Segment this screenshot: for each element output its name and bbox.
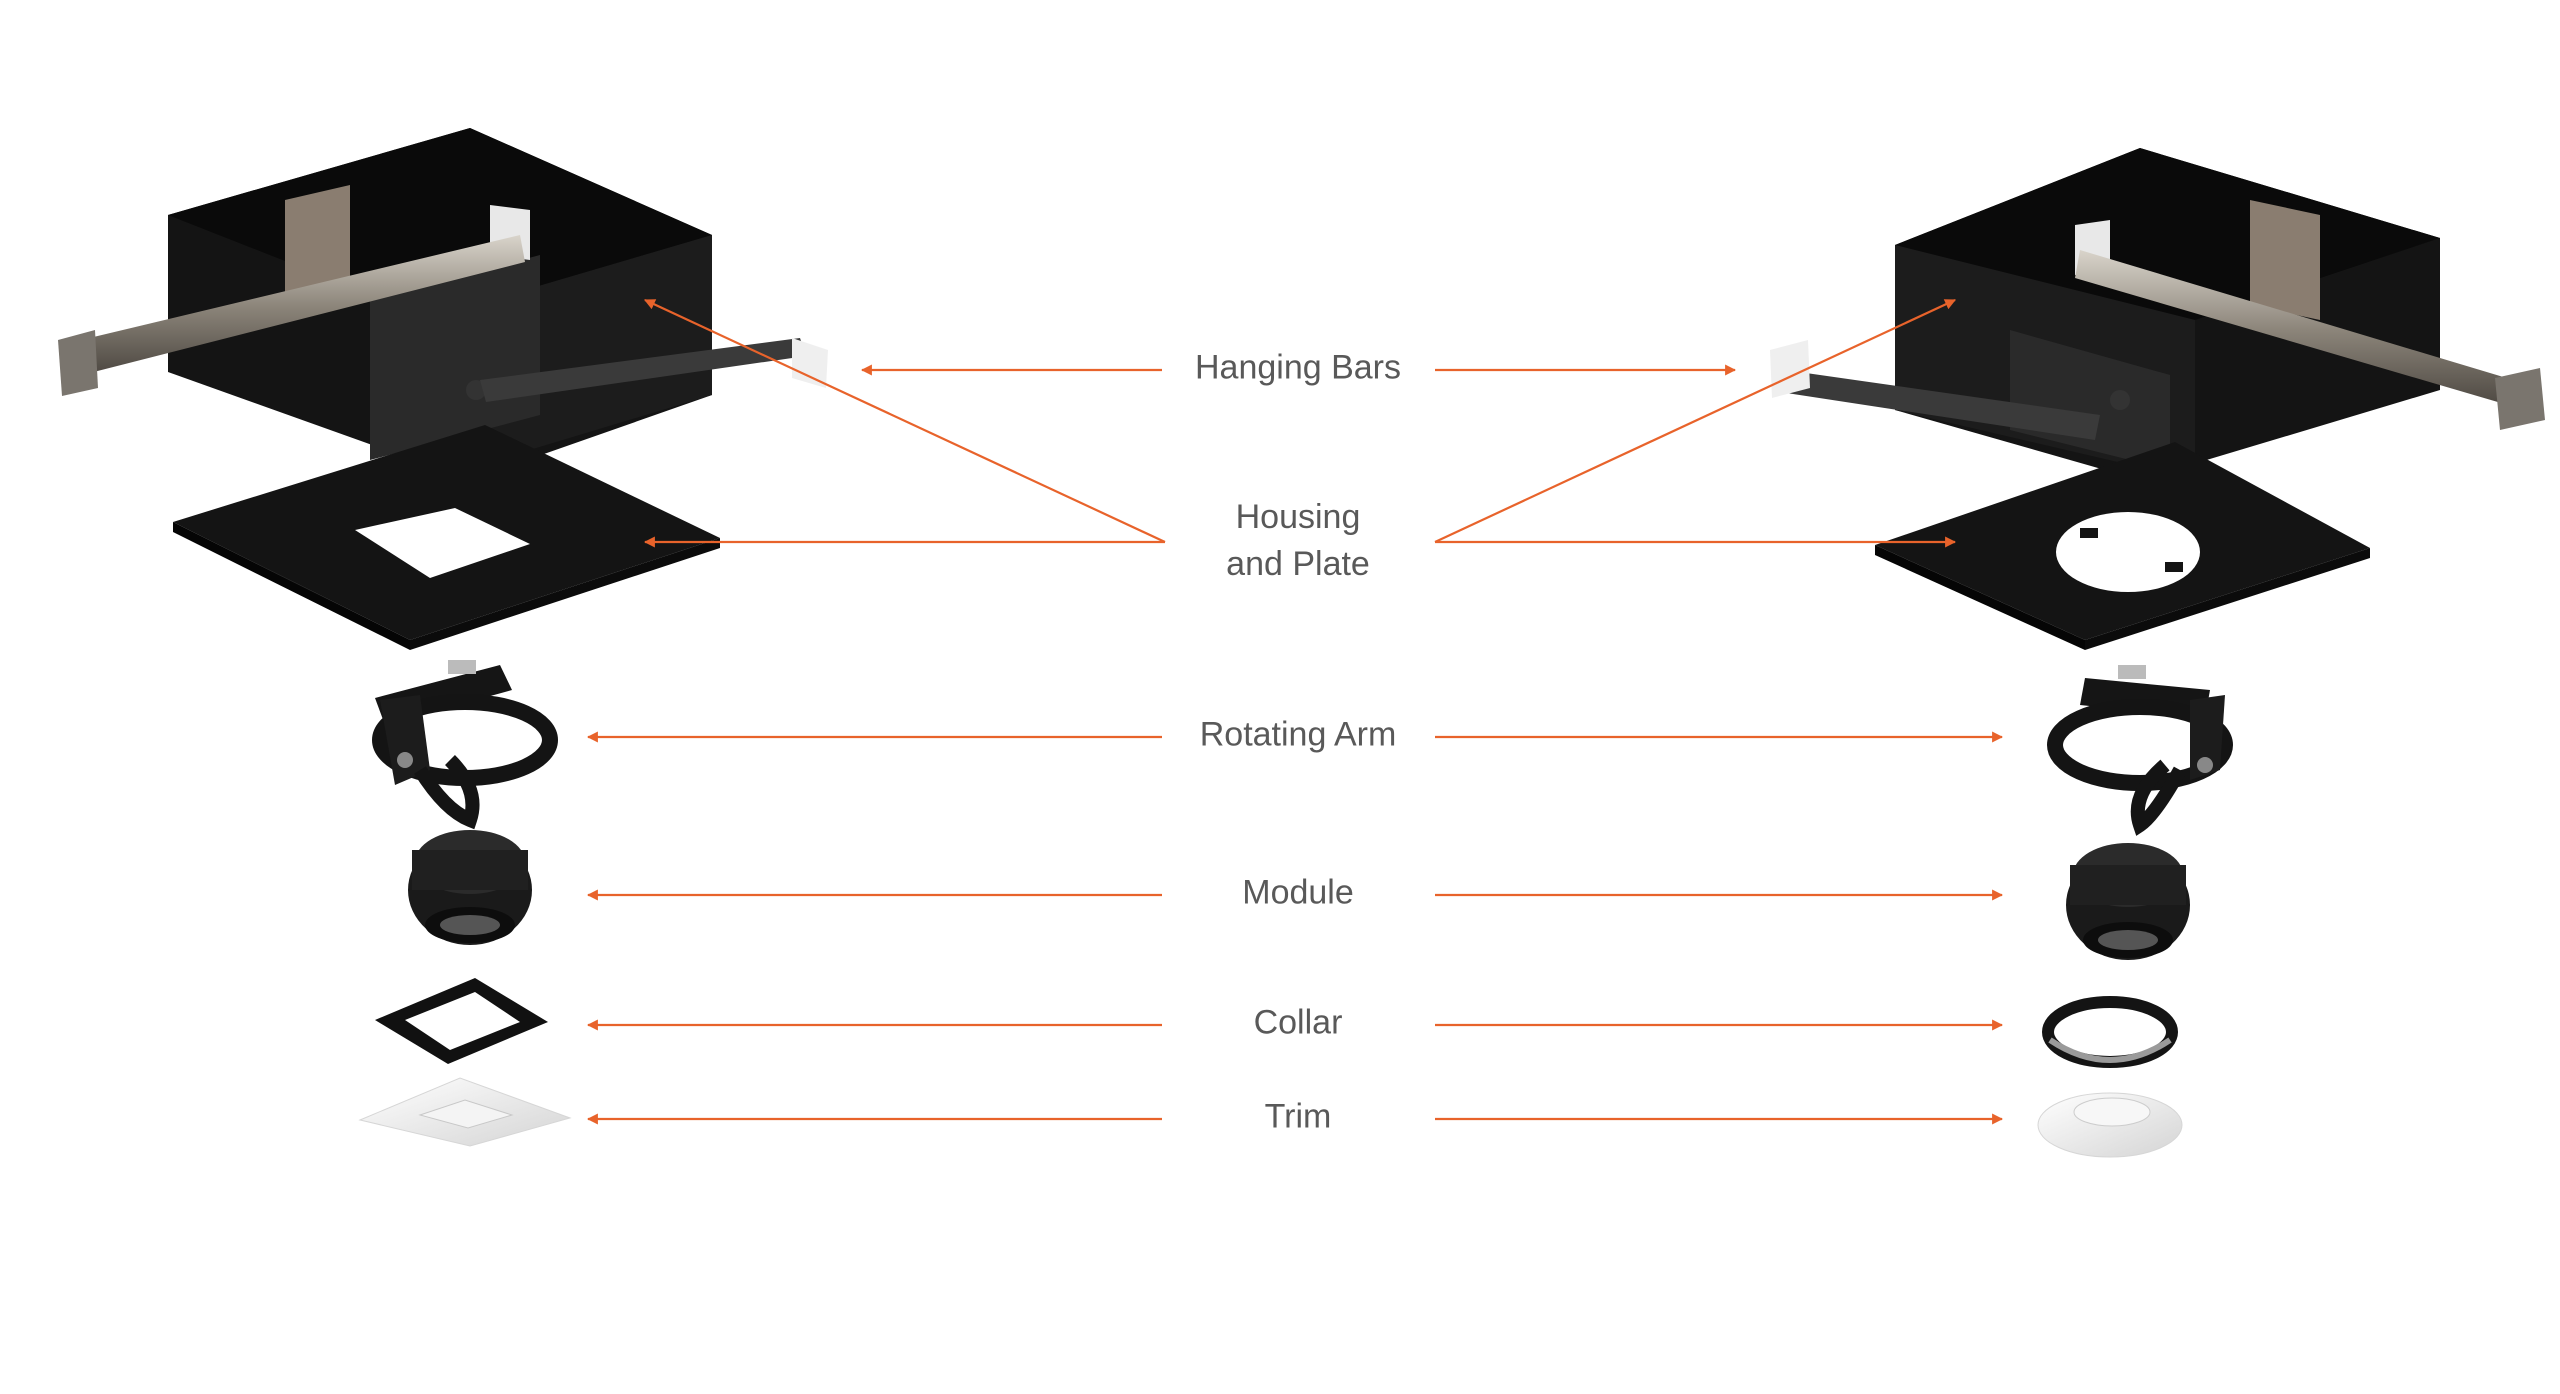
right-collar <box>2042 996 2178 1068</box>
label-trim: Trim <box>1265 1094 1332 1141</box>
leader-lines <box>586 299 2004 1125</box>
left-collar <box>375 978 548 1064</box>
left-hanging-bars <box>58 235 828 402</box>
label-collar: Collar <box>1254 1000 1343 1047</box>
left-rotating-arm <box>372 660 558 830</box>
left-housing <box>168 128 712 480</box>
right-module <box>2066 843 2190 960</box>
label-housing-line2: and Plate <box>1226 545 1370 583</box>
label-rotating-arm-text: Rotating Arm <box>1199 715 1397 754</box>
label-hanging-bars: Hanging Bars <box>1195 345 1401 392</box>
label-collar-text: Collar <box>1253 1003 1343 1042</box>
label-rotating-arm: Rotating Arm <box>1200 712 1397 759</box>
label-housing-line1: Housing <box>1235 498 1361 536</box>
left-assembly <box>58 128 828 1147</box>
right-trim <box>2037 1092 2183 1158</box>
right-assembly <box>1770 148 2545 1158</box>
housing-arrow-right-upper <box>1434 299 1956 543</box>
label-hanging-bars-text: Hanging Bars <box>1194 348 1402 387</box>
left-trim <box>358 1077 572 1147</box>
right-plate <box>1875 442 2370 650</box>
label-trim-text: Trim <box>1264 1097 1332 1136</box>
housing-arrow-left-upper <box>644 299 1166 543</box>
right-rotating-arm <box>2047 665 2233 836</box>
left-plate <box>173 425 720 650</box>
right-housing <box>1895 148 2440 480</box>
label-module: Module <box>1242 870 1354 917</box>
label-module-text: Module <box>1242 873 1354 912</box>
right-hanging-bars <box>1770 250 2545 440</box>
left-module <box>408 830 532 945</box>
label-housing-and-plate: Housing and Plate <box>1226 494 1370 588</box>
